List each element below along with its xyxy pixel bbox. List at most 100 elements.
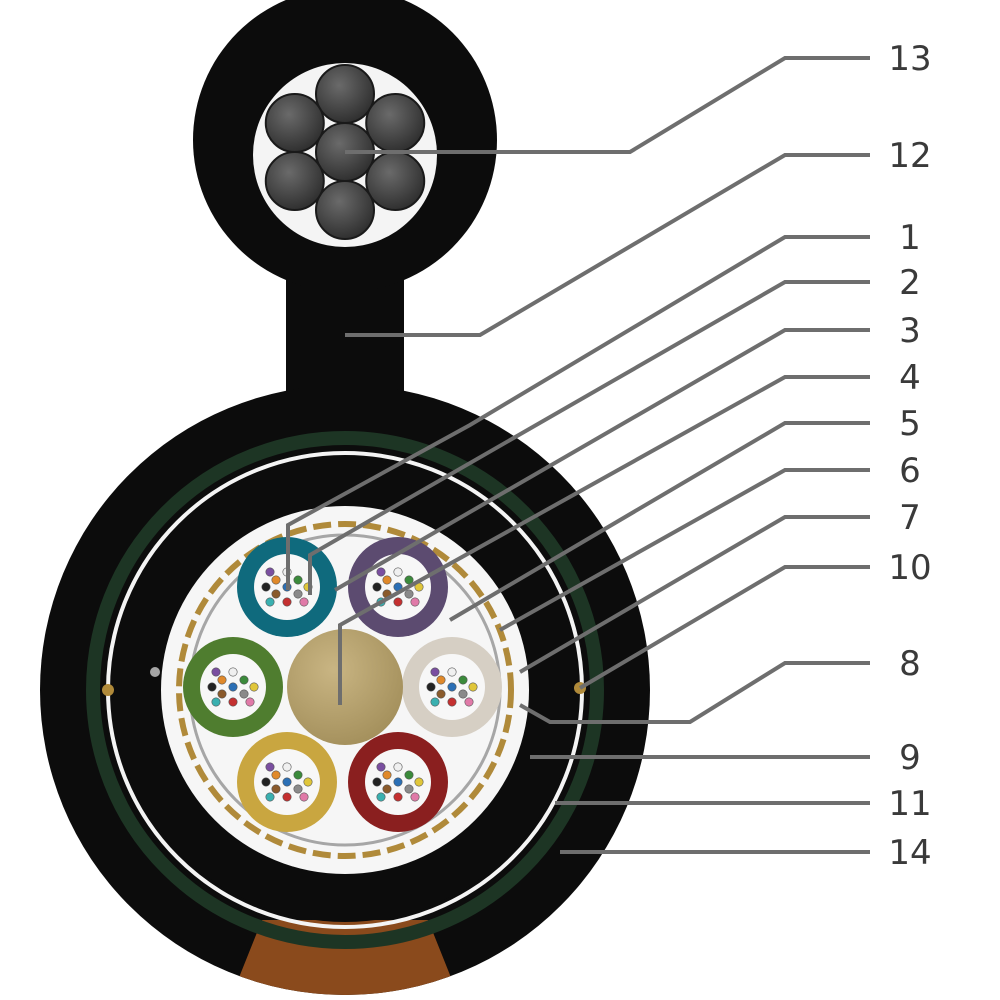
messenger-wire [264, 93, 325, 153]
water-blocking-yarn-ring [176, 521, 514, 859]
loose-tube-white-tube [402, 637, 502, 737]
optical-fiber [414, 777, 424, 787]
optical-fiber [404, 575, 414, 585]
optical-fiber [458, 675, 468, 685]
optical-fiber [228, 682, 238, 692]
optical-fiber [436, 675, 446, 685]
leader-line-3 [333, 328, 870, 592]
messenger-section [193, 0, 497, 420]
callout-label-13: 13 [888, 39, 931, 79]
callout-label-8: 8 [899, 644, 921, 684]
optical-fiber [293, 575, 303, 585]
optical-fiber [468, 682, 478, 692]
optical-fiber [430, 697, 440, 707]
messenger-strand [264, 64, 426, 240]
callout-label-10: 10 [888, 548, 931, 588]
leader-line-6 [499, 468, 870, 632]
optical-fiber [239, 689, 249, 699]
optical-fiber [393, 762, 403, 772]
optical-fiber [299, 597, 309, 607]
callout-label-3: 3 [899, 311, 921, 351]
optical-fiber [249, 682, 259, 692]
optical-fiber [293, 784, 303, 794]
optical-fiber [217, 675, 227, 685]
corrugated-steel-armor [86, 431, 604, 949]
loose-tube-green-tube [183, 637, 283, 737]
callout-label-4: 4 [899, 358, 921, 398]
optical-fiber [393, 777, 403, 787]
optical-fiber [436, 689, 446, 699]
leader-line-8 [519, 661, 870, 724]
loose-tube-yellow-tube [237, 732, 337, 832]
leader-line-4 [338, 375, 870, 705]
optical-fiber [393, 597, 403, 607]
callout-label-11: 11 [888, 784, 931, 824]
optical-fiber [382, 575, 392, 585]
optical-fiber [447, 682, 457, 692]
optical-fiber [303, 777, 313, 787]
callout-label-12: 12 [888, 136, 931, 176]
optical-fiber [447, 667, 457, 677]
main-cable [40, 385, 650, 995]
callout-label-2: 2 [899, 263, 921, 303]
optical-fiber [393, 792, 403, 802]
leader-line-5 [448, 421, 870, 622]
messenger-wire [315, 64, 375, 124]
callout-label-5: 5 [899, 404, 921, 444]
callout-leaders [286, 56, 870, 854]
leader-line-1 [286, 235, 870, 590]
optical-fiber [282, 762, 292, 772]
optical-fiber [271, 770, 281, 780]
optical-fiber [228, 697, 238, 707]
optical-fiber [293, 589, 303, 599]
optical-fiber [447, 697, 457, 707]
optical-fiber [293, 770, 303, 780]
callout-label-1: 1 [899, 218, 921, 258]
optical-fiber [265, 597, 275, 607]
leader-line-13 [345, 56, 870, 154]
optical-fiber [426, 682, 436, 692]
optical-fiber [410, 597, 420, 607]
callout-label-14: 14 [888, 833, 931, 873]
central-strength-member [287, 629, 403, 745]
optical-fiber [404, 770, 414, 780]
leader-line-7 [518, 515, 870, 674]
optical-fiber [282, 792, 292, 802]
leader-line-10 [578, 565, 870, 690]
messenger-wire [264, 151, 325, 211]
optical-fiber [207, 682, 217, 692]
optical-fiber [261, 777, 271, 787]
ripcord-left [150, 667, 160, 677]
optical-fiber [228, 667, 238, 677]
optical-fiber [464, 697, 474, 707]
loose-tube-red-tube [348, 732, 448, 832]
optical-fiber [376, 762, 386, 772]
optical-fiber [211, 667, 221, 677]
optical-fiber [458, 689, 468, 699]
ripcord-gold-left [102, 684, 114, 696]
optical-fiber [393, 567, 403, 577]
optical-fiber [410, 792, 420, 802]
messenger-wire [315, 180, 375, 240]
optical-fiber [245, 697, 255, 707]
optical-fiber [282, 597, 292, 607]
optical-fiber [239, 675, 249, 685]
optical-fiber [265, 792, 275, 802]
optical-fiber [376, 792, 386, 802]
optical-fiber [265, 762, 275, 772]
callout-label-9: 9 [899, 738, 921, 778]
leader-line-12 [345, 153, 870, 337]
optical-fiber [211, 697, 221, 707]
optical-fiber [382, 784, 392, 794]
optical-fiber [372, 582, 382, 592]
callout-label-7: 7 [899, 498, 921, 538]
messenger-wire [365, 93, 426, 153]
optical-fiber [376, 567, 386, 577]
optical-fiber [299, 792, 309, 802]
optical-fiber [404, 784, 414, 794]
optical-fiber [265, 567, 275, 577]
optical-fiber [217, 689, 227, 699]
optical-fiber [282, 777, 292, 787]
